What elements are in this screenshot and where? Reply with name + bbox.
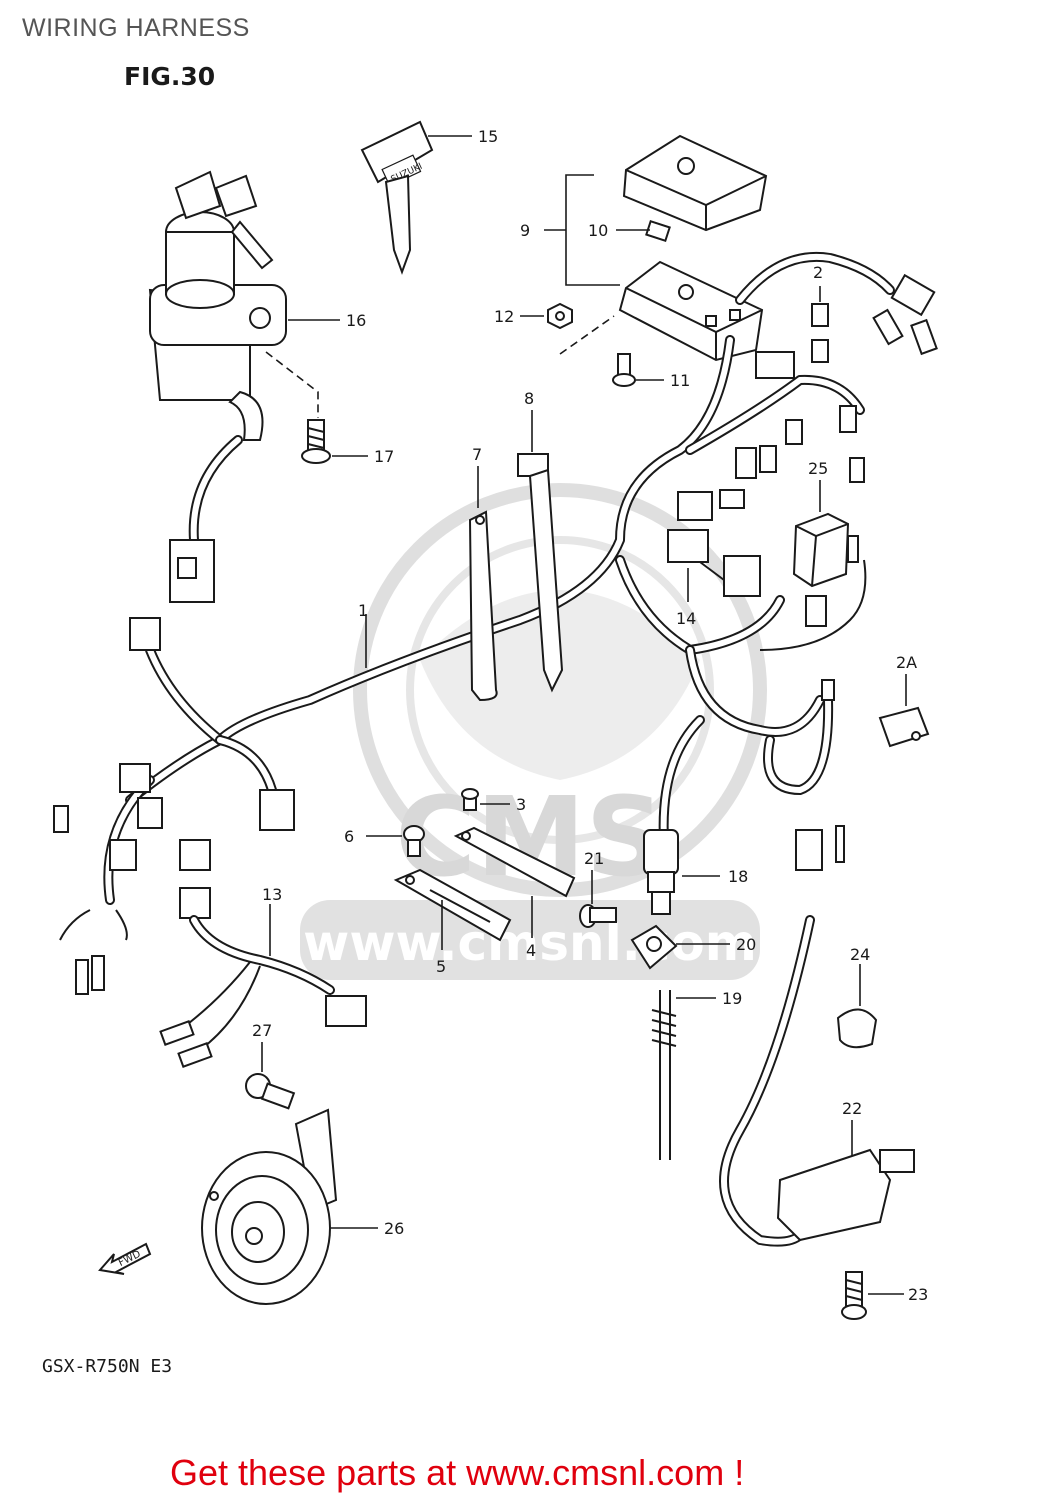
callout-22: 22 [842,1099,862,1118]
callout-24: 24 [850,945,870,964]
part-21-bolt [579,904,617,928]
part-10-fuse [645,219,671,243]
watermark-logo-text: CMS [395,773,664,901]
callout-12: 12 [494,307,514,326]
part-3-screw [461,788,479,811]
part-27-bolt [245,1073,296,1110]
callout-19: 19 [722,989,742,1008]
callout-25: 25 [808,459,828,478]
part-25-relay [792,512,850,588]
part-20-bracket [630,924,678,970]
part-13-sub-harness [159,915,367,1068]
part-11-screw [612,353,636,387]
footer-link[interactable]: Get these parts at www.cmsnl.com ! [170,1452,745,1493]
callout-18: 18 [728,867,748,886]
part-26-horn [201,1108,338,1305]
callout-11: 11 [670,371,690,390]
part-2A-cap [878,706,930,748]
callout-20: 20 [736,935,756,954]
callout-17: 17 [374,447,394,466]
part-17-screw [301,419,331,464]
watermark-logo: CMS www.cmsnl.com [300,483,767,980]
part-2-relay [811,303,829,327]
part-19-spring [651,990,677,1160]
callout-8: 8 [524,389,534,408]
part-5-bracket [393,868,512,942]
callout-5: 5 [436,957,446,976]
part-7-strap [468,510,498,702]
callout-9: 9 [520,221,530,240]
callout-15: 15 [478,127,498,146]
callout-23: 23 [908,1285,928,1304]
callout-2A: 2A [896,653,917,672]
parts-diagram: CMS www.cmsnl.com SUZUKI 15 16 17 [53,120,938,1320]
part-9-fuse-box-cover [622,134,768,232]
part-8-band [517,453,564,693]
figure-label: FIG.30 [124,62,216,91]
fwd-arrow-icon: FWD [98,1242,152,1275]
callout-1: 1 [358,601,368,620]
fwd-label: FWD [117,1249,143,1269]
callout-3: 3 [516,795,526,814]
callout-10: 10 [588,221,608,240]
callout-7: 7 [472,445,482,464]
part-23-bolt [841,1271,867,1320]
callout-16: 16 [346,311,366,330]
callout-27: 27 [252,1021,272,1040]
part-6-screw [403,825,425,857]
callout-13: 13 [262,885,282,904]
part-12-nut [547,302,573,330]
part-9-fuse-box [618,260,764,362]
page-title: WIRING HARNESS [22,14,250,42]
part-14-connector [667,491,761,597]
part-15-key: SUZUKI [360,120,434,275]
callout-6: 6 [344,827,354,846]
watermark-text: www.cmsnl.com [303,914,757,972]
part-16-ignition-switch [148,170,287,441]
callout-21: 21 [584,849,604,868]
model-code: GSX-R750N E3 [42,1356,173,1377]
callout-2: 2 [813,263,823,282]
part-4-bracket [453,826,576,898]
part-1-main-harness [103,335,865,905]
callout-14: 14 [676,609,696,628]
callout-4: 4 [526,941,536,960]
callout-26: 26 [384,1219,404,1238]
part-18-switch [643,715,705,915]
part-22-sensor [719,825,915,1247]
part-24-clip [836,1008,878,1049]
